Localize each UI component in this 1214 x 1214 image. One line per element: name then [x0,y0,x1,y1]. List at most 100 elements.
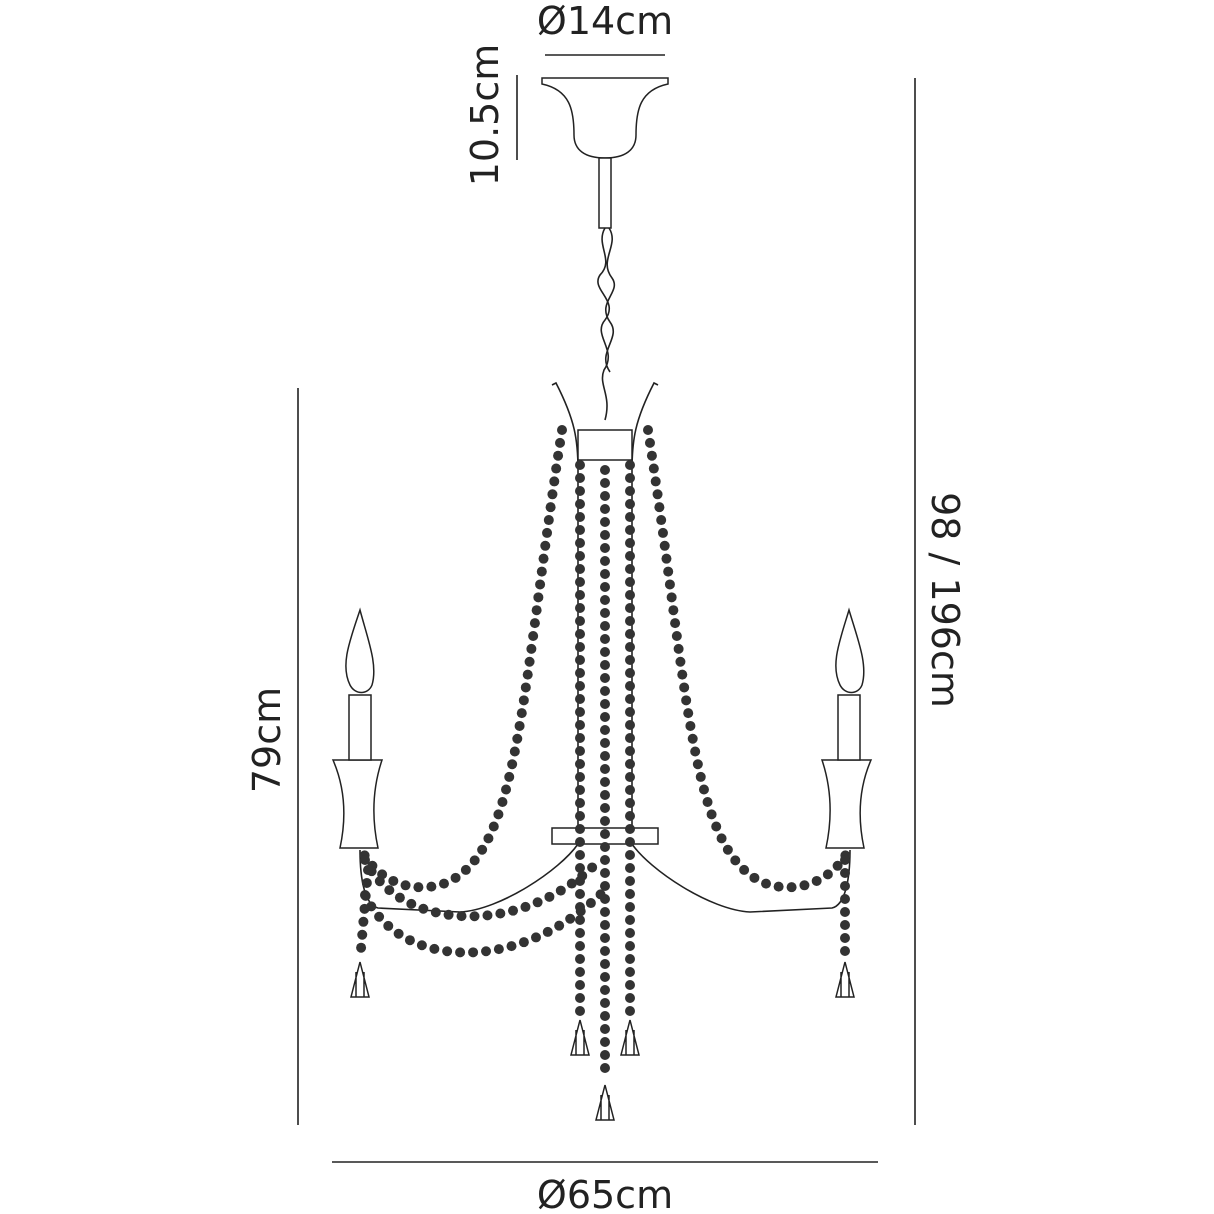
bead [469,855,480,866]
bead [652,489,663,500]
bead [600,517,610,527]
bead [600,959,610,969]
bead [625,707,635,717]
bead [575,668,585,678]
bead [625,915,635,925]
bead [625,785,635,795]
tassel [835,961,855,998]
bead [625,564,635,574]
bead [400,880,411,891]
bead [799,880,810,891]
bead [394,892,405,903]
bead [657,527,668,538]
bead [625,668,635,678]
bead [429,943,440,954]
bead [600,491,610,501]
bead [840,933,850,943]
bead [840,881,850,891]
bead [575,746,585,756]
bead [587,862,598,873]
bead [625,629,635,639]
bead [495,908,506,919]
bead [625,720,635,730]
bead [575,811,585,821]
bead [575,837,585,847]
bead [749,872,760,883]
bead [600,621,610,631]
bead [600,829,610,839]
bead [840,920,850,930]
bead [522,669,533,680]
bead [600,582,610,592]
bead [811,875,822,886]
bead [361,877,372,888]
bead [600,725,610,735]
bead [520,901,531,912]
bead [625,473,635,483]
bead [600,751,610,761]
bead [357,929,368,940]
bead [384,885,395,896]
bead [374,911,385,922]
bead-strings [356,425,851,1073]
bead [625,772,635,782]
bead [553,450,564,461]
bead [416,940,427,951]
bead [358,916,369,927]
bead [600,790,610,800]
bead [575,720,585,730]
bead [577,870,588,881]
bead [493,944,504,955]
bead [625,681,635,691]
bead [504,771,515,782]
bead [529,618,540,629]
bead [840,868,850,878]
bead [501,784,512,795]
bead [506,941,517,952]
bead [418,903,429,914]
bead [575,906,586,917]
bead [575,993,585,1003]
bead [625,811,635,821]
bead [711,821,722,832]
bead [739,864,750,875]
bead [722,844,733,855]
bead [600,1063,610,1073]
bead [438,878,449,889]
bead [600,998,610,1008]
tassel [570,1019,590,1056]
bead [533,592,544,603]
bead [706,809,717,820]
bead [687,733,698,744]
bead [625,980,635,990]
bead [575,655,585,665]
bead [575,525,585,535]
bead [840,946,850,956]
bead [413,882,424,893]
bead [677,669,688,680]
bead [566,878,577,889]
bead [600,504,610,514]
chain [597,227,615,421]
bead [518,695,529,706]
bead [600,920,610,930]
bead [374,876,385,887]
bead [625,590,635,600]
bead [761,878,772,889]
bead [524,656,535,667]
bead [716,833,727,844]
bead [600,855,610,865]
bead [600,465,610,475]
bead [625,655,635,665]
bead [600,868,610,878]
bead [544,891,555,902]
bead [690,746,701,757]
bead [600,1024,610,1034]
bead [625,642,635,652]
bead [822,869,833,880]
bead [518,937,529,948]
bead [406,898,417,909]
bead [575,759,585,769]
bead [575,889,585,899]
bead [685,720,696,731]
